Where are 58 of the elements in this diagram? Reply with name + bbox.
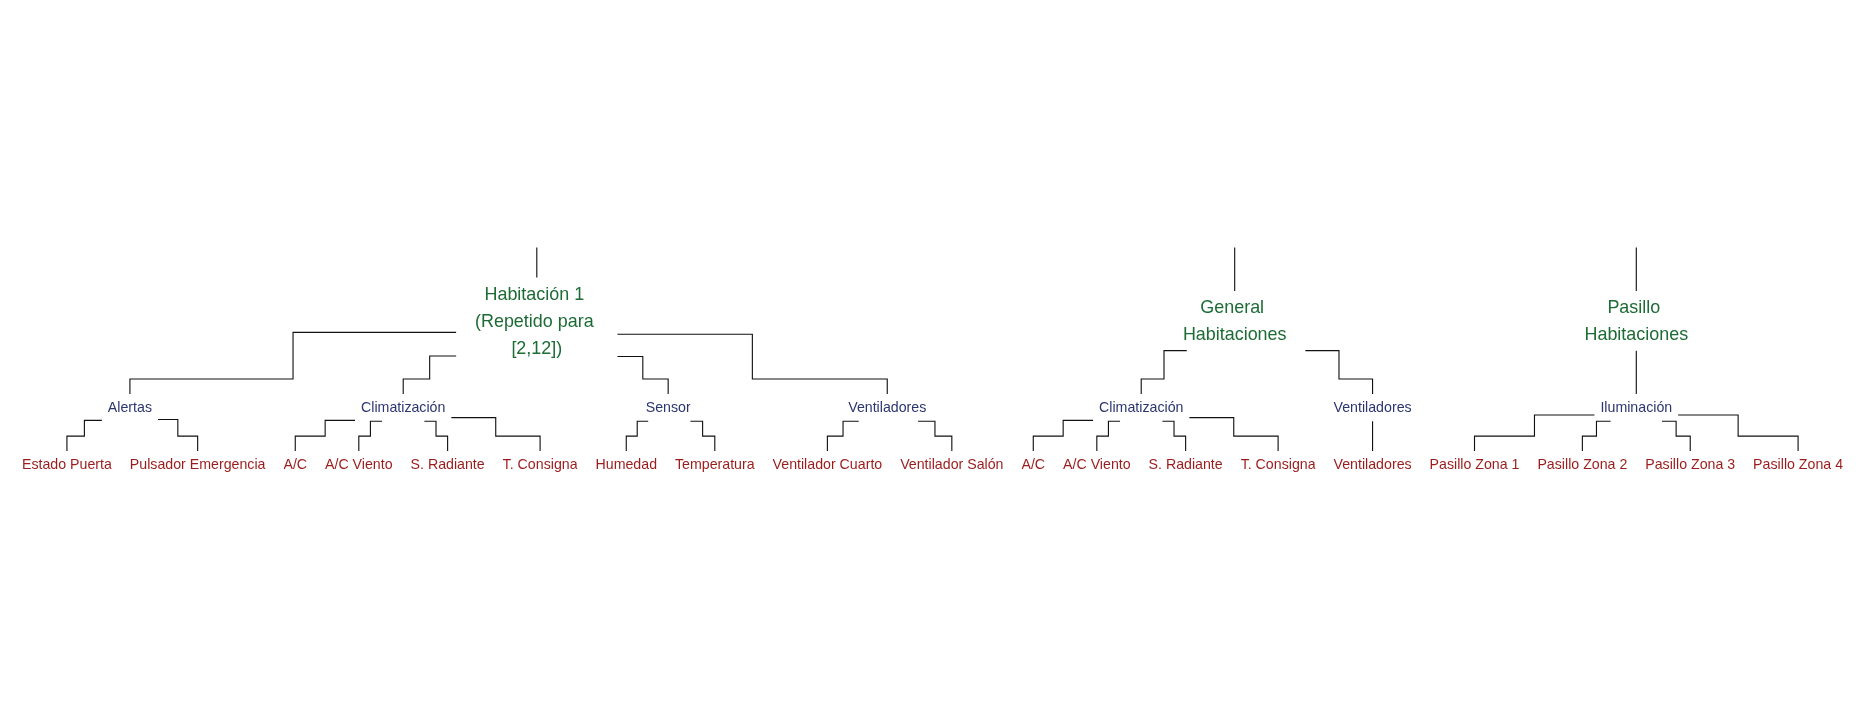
node-text: S. Radiante [410, 456, 485, 473]
connector [1188, 417, 1279, 452]
node-text: Ventilador Salón [900, 456, 1004, 473]
connector [616, 356, 669, 395]
node-text: Ventiladores [1333, 456, 1412, 473]
node-text: A/C Viento [1063, 456, 1131, 473]
node-text: Pasillo Zona 3 [1645, 456, 1736, 473]
node-text: Temperatura [674, 456, 755, 473]
connector [1304, 350, 1374, 395]
connector [1372, 420, 1374, 452]
node-text: A/C Viento [325, 456, 393, 473]
node-text: A/C [1021, 456, 1046, 473]
connector [1635, 350, 1637, 395]
connector [689, 420, 716, 452]
connector [1661, 420, 1691, 452]
node-text: Pasillo Zona 4 [1753, 456, 1844, 473]
node-text: Humedad [595, 456, 658, 473]
connector [536, 247, 538, 279]
node-text: Ventiladores [1333, 399, 1412, 415]
node-text: Estado Puerta [21, 456, 112, 473]
connector [402, 355, 457, 395]
connector [625, 420, 649, 452]
node-text: Alertas [107, 399, 153, 415]
connector [917, 420, 953, 452]
connector [1032, 419, 1094, 452]
node-text: T. Consigna [1240, 456, 1316, 473]
node-text: General Habitaciones [1182, 296, 1287, 344]
node-text: Pulsador Emergencia [129, 456, 266, 473]
node-text: Pasillo Habitaciones [1584, 296, 1689, 344]
node-text: Pasillo Zona 1 [1429, 456, 1520, 473]
node-text: Ventiladores [848, 399, 927, 415]
connector [1096, 420, 1121, 452]
node-text: Pasillo Zona 2 [1537, 456, 1628, 473]
connector [1161, 420, 1187, 452]
node-text: A/C [283, 456, 308, 473]
node-text: Sensor [645, 399, 691, 415]
connector [450, 417, 541, 452]
connector [826, 420, 860, 452]
node-text: T. Consigna [502, 456, 578, 473]
node-text: Climatización [361, 399, 446, 415]
connector [358, 420, 383, 452]
connector [129, 331, 457, 395]
connector [66, 419, 103, 452]
node-text: Habitación 1 (Repetido para [2,12]) [475, 283, 594, 358]
connector [1677, 414, 1799, 452]
node-text: Iluminación [1600, 399, 1673, 415]
node-text: S. Radiante [1148, 456, 1223, 473]
connector [616, 333, 888, 395]
node-text: Climatización [1099, 399, 1184, 415]
connector [157, 418, 199, 452]
connector [1473, 414, 1595, 452]
connector [423, 420, 449, 452]
connector [1140, 350, 1188, 395]
node-text: Ventilador Cuarto [772, 456, 883, 473]
connector [1581, 420, 1612, 452]
connector [1234, 247, 1236, 292]
connector [294, 419, 356, 452]
connector [1635, 247, 1637, 292]
